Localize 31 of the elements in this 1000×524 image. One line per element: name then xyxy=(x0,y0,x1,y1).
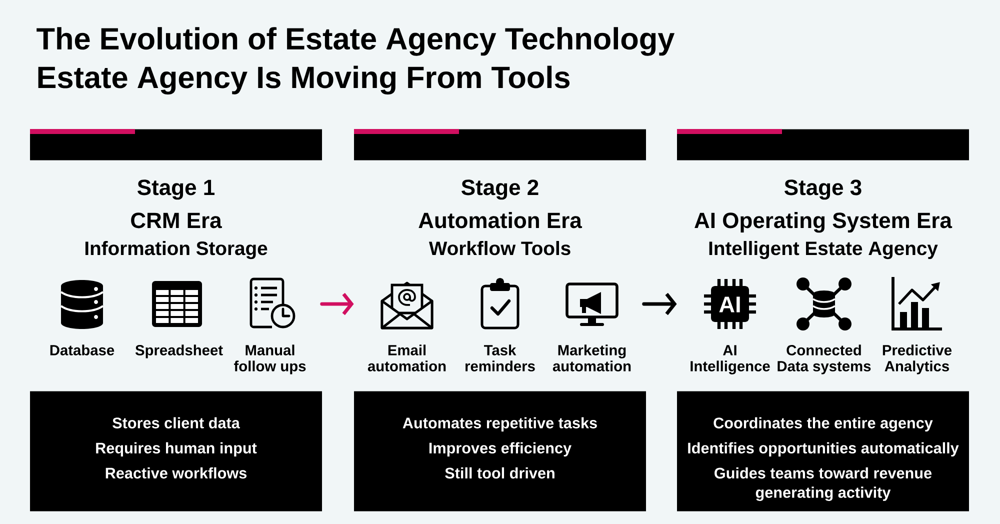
list-item: Coordinates the entire agency xyxy=(714,417,933,432)
icon-label: Spreadsheet xyxy=(135,344,223,358)
era-subtitle: Intelligent Estate Agency xyxy=(709,240,938,260)
icon-text: AI xyxy=(719,296,740,312)
list-item: Reactive workflows xyxy=(106,467,247,479)
icon-label: Connected Data systems xyxy=(778,344,871,374)
icon-label: Database xyxy=(50,344,114,356)
icon-label: Predictive Analytics xyxy=(882,344,952,374)
list-item: Improves efficiency xyxy=(429,442,572,457)
list-item: Requires human input xyxy=(96,442,257,457)
arrow xyxy=(642,292,677,316)
list-item: Stores client data xyxy=(112,417,240,428)
title: The Evolution of Estate Agency Technology Estate Agency Is Moving From Tools xyxy=(36,27,675,94)
icon-label: Manual follow ups xyxy=(234,344,306,374)
stage-title: Stage 2 xyxy=(462,180,538,200)
icon-label: Marketing automation xyxy=(552,344,631,372)
stage-title: Stage 1 xyxy=(138,180,214,200)
era-title: CRM Era xyxy=(131,212,222,228)
icon-label: AI Intelligence xyxy=(690,345,770,374)
list-item: Identifies opportunities automatically xyxy=(688,442,959,457)
era-title: Automation Era xyxy=(418,212,582,228)
icon-label: Email automation xyxy=(368,344,446,372)
era-subtitle: Workflow Tools xyxy=(428,240,570,256)
icon-label: Task reminders xyxy=(466,344,535,372)
list-item: Still tool driven xyxy=(445,467,554,479)
list-item: Guides teams toward revenue generating activity xyxy=(714,467,932,501)
stage-title: Stage 3 xyxy=(784,180,862,200)
list-item: Automates repetitive tasks xyxy=(402,417,597,432)
era-title: AI Operating System Era xyxy=(694,212,952,233)
era-subtitle: Information Storage xyxy=(85,240,268,260)
arrow xyxy=(320,292,354,316)
